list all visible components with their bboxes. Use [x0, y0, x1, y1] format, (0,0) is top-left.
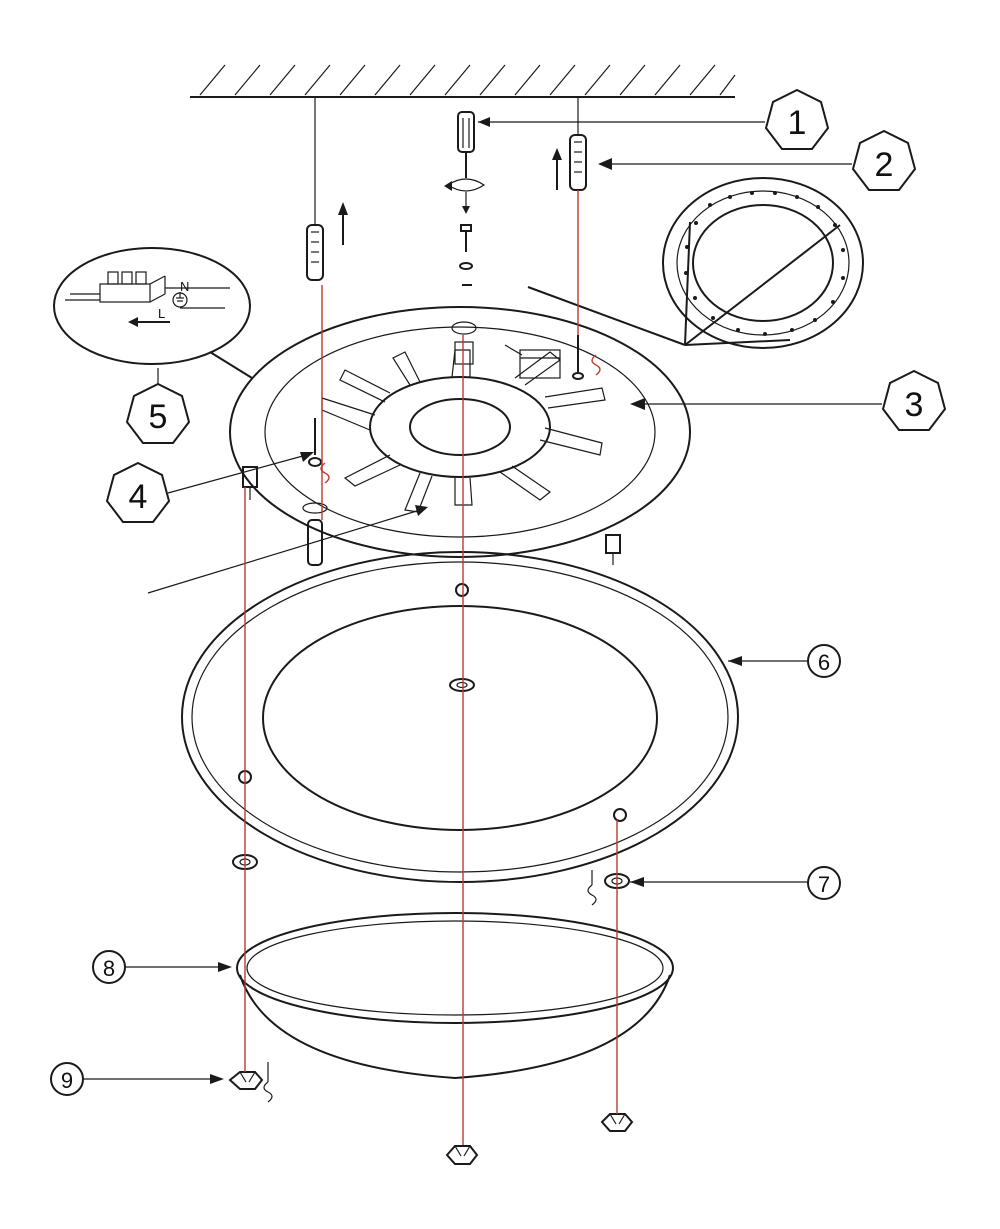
mounting-plate	[321, 321, 606, 513]
callout-9: 9	[50, 1062, 84, 1096]
callout-1: 1	[764, 88, 830, 150]
wiring-live-label: L	[158, 306, 165, 321]
callout-4-label: 4	[129, 478, 148, 516]
support-stud-right	[605, 534, 621, 565]
callout-6-label: 6	[818, 650, 830, 675]
callout-7-label: 7	[818, 872, 830, 897]
guide-lines	[244, 190, 618, 1145]
wiring-neutral-label: N	[180, 279, 189, 294]
wiring-detail-inset: N L	[53, 247, 253, 379]
decorative-nut-left-icon	[228, 1062, 273, 1103]
decorative-nut-center-icon	[445, 1145, 479, 1165]
callout-5: 5	[125, 382, 191, 444]
canopy	[229, 306, 691, 558]
screw-right-icon	[572, 335, 601, 380]
glass-diffuser	[181, 551, 739, 883]
ceiling	[190, 64, 736, 225]
decorative-nut-right-icon	[600, 1113, 634, 1132]
wall-anchor-right-icon	[552, 134, 587, 191]
callout-5-label: 5	[149, 398, 168, 436]
callout-9-label: 9	[61, 1068, 73, 1093]
callout-2: 2	[851, 129, 917, 191]
wall-anchor-left-icon	[306, 202, 348, 281]
screw-icon	[459, 224, 473, 286]
screwdriver-icon	[444, 111, 486, 214]
callout-1-label: 1	[788, 104, 807, 142]
callout-3: 3	[881, 369, 947, 431]
lamp-shade	[236, 912, 674, 1080]
callout-2-label: 2	[875, 146, 894, 184]
callout-leaders	[83, 117, 882, 1084]
screw-left-icon	[302, 418, 330, 566]
callout-7: 7	[807, 866, 841, 900]
callout-8-label: 8	[103, 956, 115, 981]
callout-8: 8	[92, 950, 126, 984]
callout-3-label: 3	[905, 386, 924, 424]
leader-line	[147, 509, 421, 594]
callout-6: 6	[807, 644, 841, 678]
mounting-plate-inset	[527, 177, 864, 349]
callout-4: 4	[105, 461, 171, 523]
washer-right-icon	[587, 870, 630, 906]
support-stud-left	[242, 466, 258, 500]
